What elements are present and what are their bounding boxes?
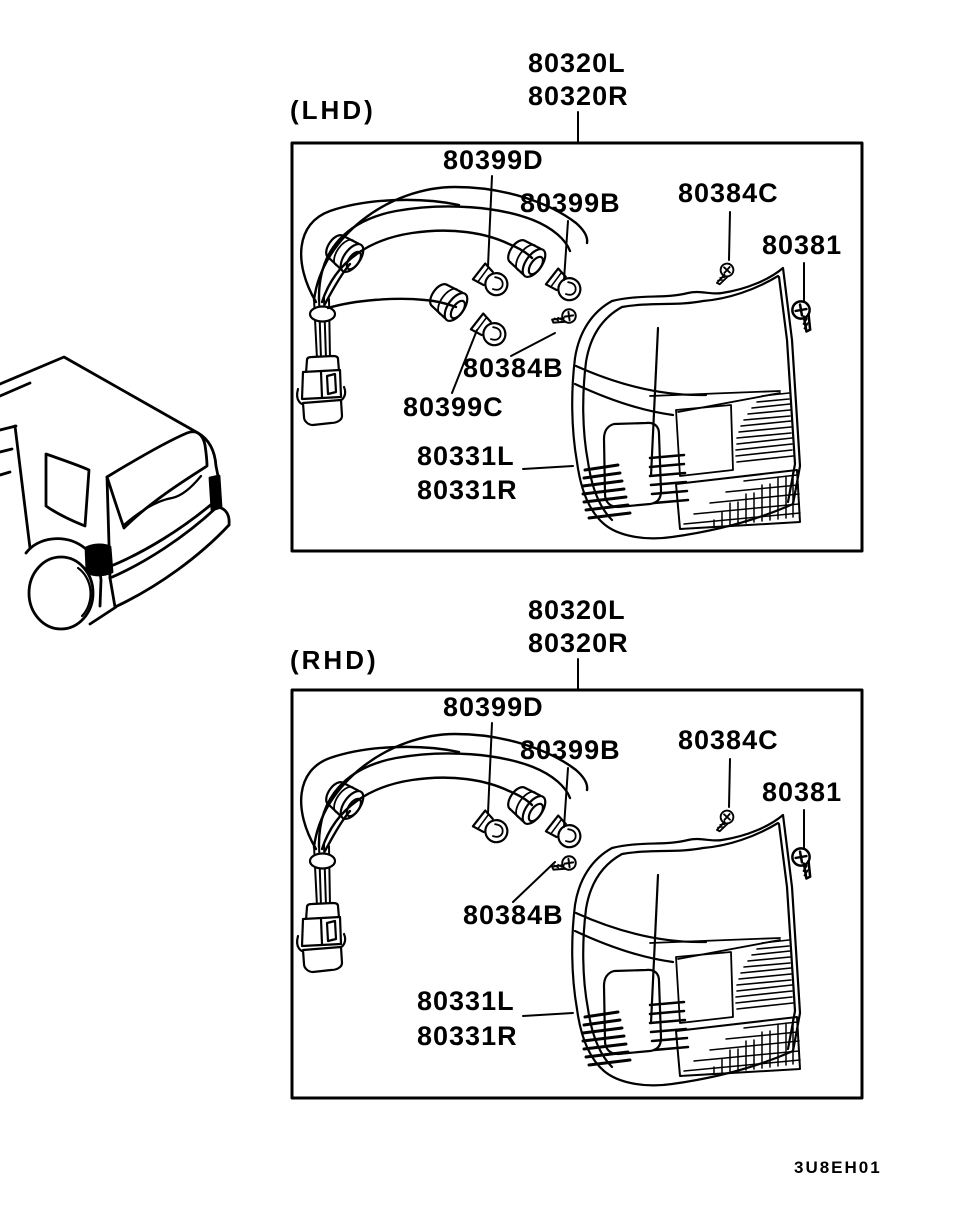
rhd-extras — [512, 861, 556, 903]
vehicle-illustration — [0, 355, 231, 631]
tail-lamp-location-right — [208, 474, 223, 512]
lhd-callout-socket-b: 80399B — [520, 188, 621, 218]
rhd-caption: (RHD) — [290, 645, 379, 675]
tail-lamp-location-left — [84, 543, 114, 577]
lhd-assembly-number-r: 80320R — [528, 81, 629, 111]
lhd-callout-socket-c: 80399C — [403, 392, 504, 422]
rhd-callout-screw-b: 80384B — [463, 900, 564, 930]
lhd-callout-screw-main: 80381 — [762, 230, 843, 260]
lhd-extras — [326, 277, 556, 394]
lhd-callout-socket-d: 80399D — [443, 145, 544, 175]
lhd-assembly-number-l: 80320L — [528, 48, 626, 78]
lhd-callout-unit-l: 80331L — [417, 441, 515, 471]
rhd-callout-socket-b: 80399B — [520, 735, 621, 765]
lhd-caption: (LHD) — [290, 95, 376, 125]
rhd-callout-socket-d: 80399D — [443, 692, 544, 722]
rhd-callout-screw-c: 80384C — [678, 725, 779, 755]
rhd-callout-screw-main: 80381 — [762, 777, 843, 807]
rhd-diagram — [292, 659, 862, 1098]
rhd-assembly-number-l: 80320L — [528, 595, 626, 625]
rhd-assembly-number-r: 80320R — [528, 628, 629, 658]
drawing-code: 3U8EH01 — [794, 1158, 882, 1177]
lhd-diagram — [292, 112, 862, 551]
lhd-callout-screw-b: 80384B — [463, 353, 564, 383]
rhd-callout-unit-l: 80331L — [417, 986, 515, 1016]
lhd-callout-screw-c: 80384C — [678, 178, 779, 208]
rhd-callout-unit-r: 80331R — [417, 1021, 518, 1051]
lhd-callout-unit-r: 80331R — [417, 475, 518, 505]
